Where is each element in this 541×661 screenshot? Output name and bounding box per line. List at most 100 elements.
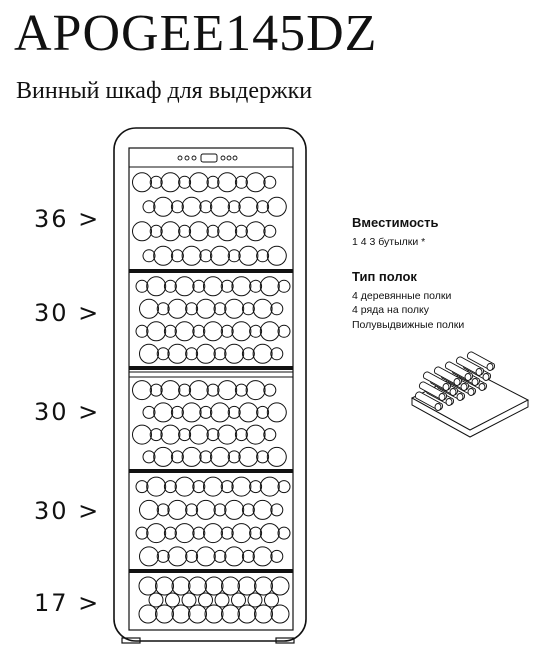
bottle-end xyxy=(142,450,156,464)
bottle-end xyxy=(155,604,174,624)
bottle-end xyxy=(195,343,216,364)
bottle-end xyxy=(163,279,177,293)
bottle-end xyxy=(171,576,191,596)
bottle-end xyxy=(153,196,174,217)
bottle-end xyxy=(160,221,181,242)
zone-count-3: 30 > xyxy=(34,398,101,426)
bottle-end xyxy=(139,298,159,319)
bottle-end xyxy=(241,503,255,517)
bottle-end xyxy=(221,576,240,596)
bottle-end xyxy=(170,200,184,214)
bottle-end xyxy=(234,224,248,238)
bottle-end xyxy=(135,279,149,293)
stack-part xyxy=(486,363,494,371)
bottle-end xyxy=(160,380,181,401)
bottle-end xyxy=(167,546,188,567)
bottle-end xyxy=(199,405,213,419)
bottle-end xyxy=(263,224,277,238)
bottle-end xyxy=(203,476,223,497)
shelves-heading: Тип полок xyxy=(352,269,417,284)
bottle-end xyxy=(188,604,207,624)
bottle-end xyxy=(206,175,220,189)
bottle-end xyxy=(178,428,192,442)
bottle-end xyxy=(254,576,273,596)
stack-part xyxy=(456,393,464,401)
capacity-heading: Вместимость xyxy=(352,215,439,230)
bottle-end xyxy=(156,549,170,563)
bottle-end xyxy=(237,604,257,624)
bottle-end xyxy=(138,576,158,596)
bottle-end xyxy=(224,499,245,520)
bottle-end xyxy=(249,324,263,338)
bottle-end xyxy=(185,302,199,316)
bottle-end xyxy=(155,576,174,596)
bottle-end xyxy=(234,175,248,189)
bottle-end xyxy=(132,424,152,445)
shelves-line-2: 4 ряда на полку xyxy=(352,304,429,316)
bottle-end xyxy=(231,476,252,497)
zone-count-2: 30 > xyxy=(34,299,101,327)
stack-part xyxy=(464,373,472,381)
bottle-end xyxy=(192,526,206,540)
bottle-end xyxy=(192,480,206,494)
bottle-end xyxy=(142,249,156,263)
bottle-end xyxy=(188,172,209,193)
bottle-end xyxy=(188,576,207,596)
bottle-end xyxy=(254,604,273,624)
bottle-end xyxy=(277,480,291,494)
stack-part xyxy=(467,388,475,396)
bottle-end xyxy=(270,576,290,596)
bottle-end xyxy=(153,245,174,266)
stack-part xyxy=(471,378,479,386)
bottle-end xyxy=(270,604,290,624)
bottle-end xyxy=(238,245,259,266)
bottle-end xyxy=(270,347,284,361)
bottle-end xyxy=(210,402,230,423)
bottle-end xyxy=(270,549,284,563)
bottle-end xyxy=(263,175,277,189)
bottle-end xyxy=(220,279,234,293)
bottle-end xyxy=(263,383,277,397)
bottle-end xyxy=(138,604,158,624)
control-panel-icon xyxy=(129,153,293,168)
bottle-end xyxy=(198,592,213,608)
bottle-end xyxy=(245,221,266,242)
bottle-end xyxy=(247,592,263,608)
bottle-end xyxy=(259,321,280,342)
bottle-end xyxy=(224,298,245,319)
bottle-end xyxy=(217,380,238,401)
bottle-end xyxy=(238,196,259,217)
bottle-end xyxy=(160,172,181,193)
bottle-end xyxy=(206,224,220,238)
bottle-end xyxy=(181,446,202,467)
bottle-end xyxy=(146,321,167,342)
bottle-rows xyxy=(132,172,291,624)
bottle-end xyxy=(227,450,241,464)
bottle-end xyxy=(192,324,206,338)
bottle-end xyxy=(132,221,152,242)
bottle-end xyxy=(237,576,257,596)
bottle-end xyxy=(135,324,149,338)
bottle-end xyxy=(224,343,245,364)
bottle-end xyxy=(266,402,287,423)
bottle-end xyxy=(256,249,270,263)
bottle-end xyxy=(238,446,259,467)
bottle-end xyxy=(231,592,246,608)
bottle-end xyxy=(156,503,170,517)
bottle-end xyxy=(217,221,238,242)
bottle-end xyxy=(263,428,277,442)
bottle-end xyxy=(163,526,177,540)
bottle-end xyxy=(156,302,170,316)
bottle-end xyxy=(135,526,149,540)
bottle-end xyxy=(149,175,163,189)
stack-part xyxy=(411,398,529,438)
bottle-end xyxy=(170,405,184,419)
bottle-end xyxy=(139,499,159,520)
shelf-bar-1 xyxy=(129,269,293,273)
bottle-end xyxy=(213,347,227,361)
bottle-end xyxy=(234,428,248,442)
stack-part xyxy=(453,378,461,386)
bottle-end xyxy=(188,221,209,242)
bottle-end xyxy=(142,405,156,419)
